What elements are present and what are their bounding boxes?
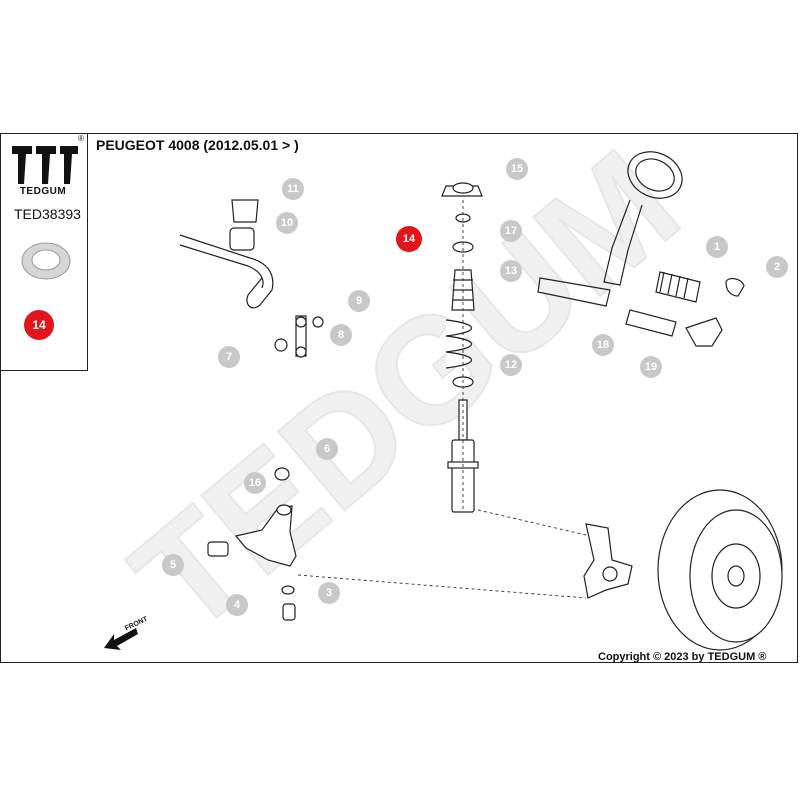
callout-2[interactable]: 2: [766, 256, 788, 278]
wheel: [657, 489, 783, 651]
front-arrow: [104, 628, 138, 650]
stabilizer-bar: [179, 199, 324, 358]
callout-5[interactable]: 5: [162, 554, 184, 576]
callout-16[interactable]: 16: [244, 472, 266, 494]
diagram-frame: [0, 133, 798, 663]
callout-13[interactable]: 13: [500, 260, 522, 282]
callout-19[interactable]: 19: [640, 356, 662, 378]
callout-8[interactable]: 8: [330, 324, 352, 346]
callout-10[interactable]: 10: [276, 212, 298, 234]
bearing-ring-image: [21, 242, 71, 280]
steering-wheel: [537, 151, 683, 307]
vehicle-title: PEUGEOT 4008 (2012.05.01 > ): [96, 137, 299, 153]
callout-3[interactable]: 3: [318, 582, 340, 604]
callout-9[interactable]: 9: [348, 290, 370, 312]
brand-name: TEDGUM: [19, 186, 67, 197]
callout-1[interactable]: 1: [706, 236, 728, 258]
callout-15[interactable]: 15: [506, 158, 528, 180]
callout-6[interactable]: 6: [316, 438, 338, 460]
callout-11[interactable]: 11: [282, 178, 304, 200]
steering-rack-parts: [625, 271, 745, 347]
registered-mark: ®: [78, 134, 84, 143]
part-number: TED38393: [14, 206, 81, 222]
dashed-guides: [297, 200, 587, 599]
callout-12[interactable]: 12: [500, 354, 522, 376]
copyright-text: Copyright © 2023 by TEDGUM ®: [598, 651, 767, 663]
steering-knuckle: [583, 523, 633, 599]
callout-17[interactable]: 17: [500, 220, 522, 242]
tedgum-logo-icon: [12, 146, 78, 184]
callout-18[interactable]: 18: [592, 334, 614, 356]
highlight-badge[interactable]: 14: [24, 310, 54, 340]
lower-control-arm: [207, 467, 297, 621]
highlight-callout-14[interactable]: 14: [396, 226, 422, 252]
callout-7[interactable]: 7: [218, 346, 240, 368]
callout-4[interactable]: 4: [226, 594, 248, 616]
